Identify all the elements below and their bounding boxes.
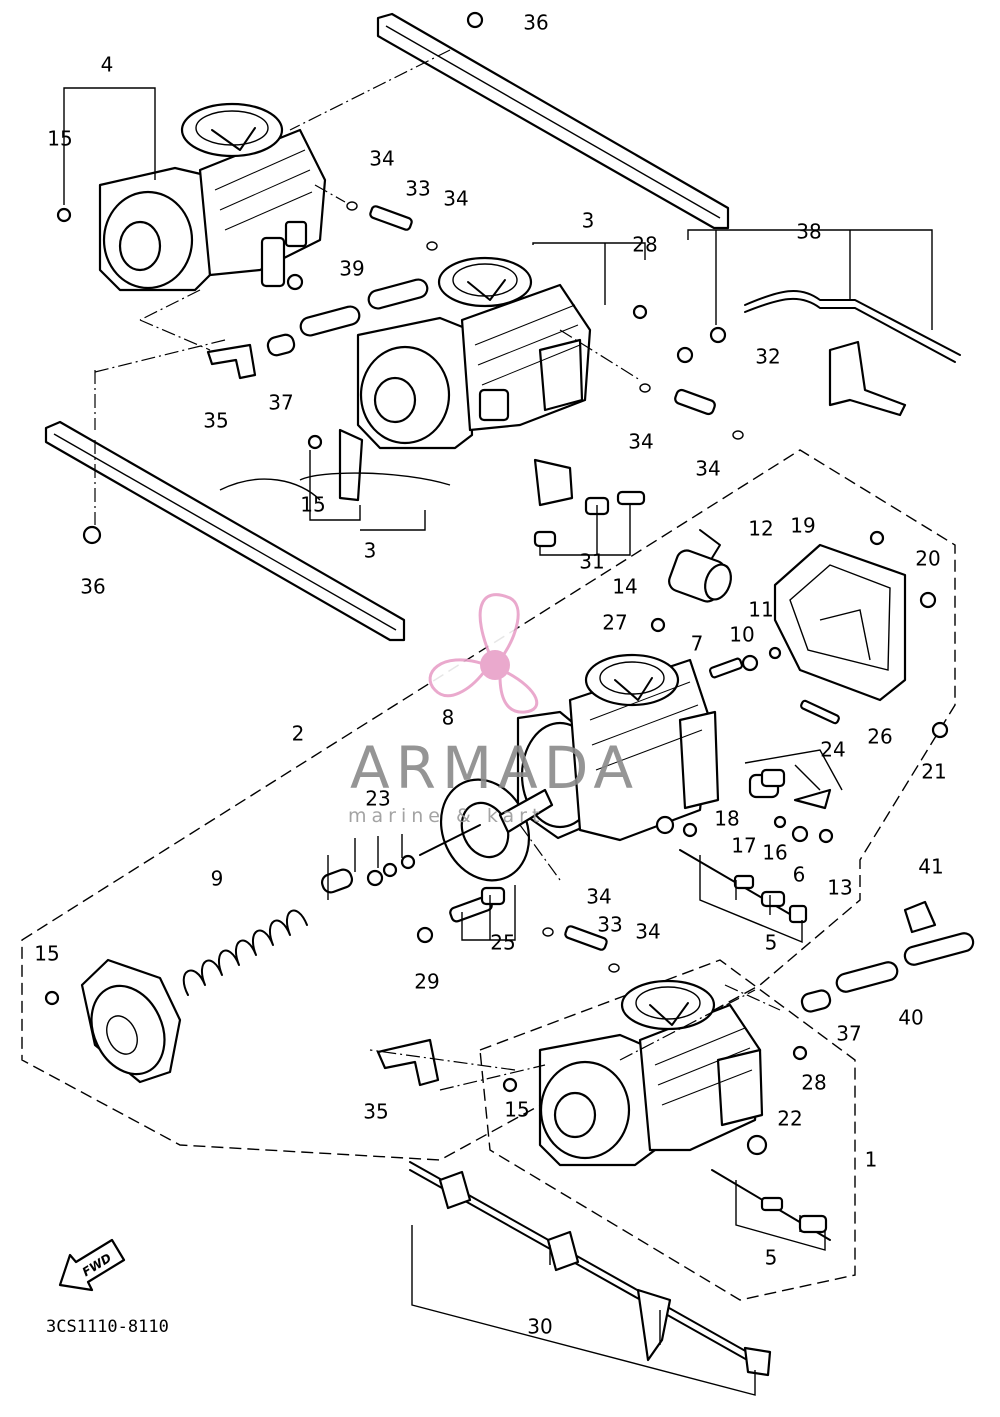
callout-label: 8: [442, 706, 455, 730]
callout-label: 10: [729, 623, 754, 647]
callout-label: 11: [748, 598, 773, 622]
callout-label: 39: [339, 257, 364, 281]
callout-label: 5: [765, 931, 778, 955]
fwd-arrow-icon: FWD: [58, 1238, 126, 1292]
callout-label: 30: [527, 1315, 552, 1339]
callout-label: 22: [777, 1107, 802, 1131]
callout-label: 35: [363, 1100, 388, 1124]
callout-label: 37: [268, 391, 293, 415]
armada-watermark: ARMADA marine & kart: [348, 593, 639, 827]
callout-label: 37: [836, 1022, 861, 1046]
callout-label: 24: [820, 738, 845, 762]
callout-label: 15: [47, 127, 72, 151]
callout-label: 35: [203, 409, 228, 433]
callout-label: 15: [300, 493, 325, 517]
callout-brackets: [63, 87, 933, 1396]
callout-label: 21: [921, 760, 946, 784]
callout-label: 14: [612, 575, 637, 599]
callout-label: 40: [898, 1006, 923, 1030]
callout-label: 36: [80, 575, 105, 599]
callout-label: 28: [632, 233, 657, 257]
callout-label: 3: [582, 209, 595, 233]
diaphragm-8: [419, 778, 554, 882]
callout-label: 6: [793, 863, 806, 887]
bracket-38: [744, 289, 961, 417]
callout-label: 34: [695, 457, 720, 481]
callout-label: 1: [865, 1148, 878, 1172]
diagram-code: 3CS1110-8110: [46, 1317, 169, 1337]
callout-label: 3: [364, 539, 377, 563]
callout-label: 9: [211, 867, 224, 891]
starter-plunger-14: [668, 529, 732, 603]
callout-label: 33: [405, 177, 430, 201]
diaphragm-cover: [80, 958, 182, 1084]
callout-label: 28: [801, 1071, 826, 1095]
callout-label: 34: [443, 187, 468, 211]
lower-bracket-strip: [44, 420, 406, 642]
assembly-boundaries: [21, 449, 956, 1301]
callout-label: 16: [762, 841, 787, 865]
throttle-linkage-30: [409, 1161, 772, 1377]
callout-label: 34: [635, 920, 660, 944]
callout-label: 12: [748, 517, 773, 541]
callout-label: 23: [365, 787, 390, 811]
callout-label: 31: [579, 550, 604, 574]
leader-lines: [94, 49, 781, 1091]
upper-bracket-strip: [376, 12, 730, 230]
callout-label: 27: [602, 611, 627, 635]
callout-label: 13: [827, 876, 852, 900]
callout-label: 34: [369, 147, 394, 171]
callout-label: 34: [586, 885, 611, 909]
carburetor-3: [219, 256, 592, 507]
watermark-name: ARMADA: [350, 734, 639, 802]
callout-label: 26: [867, 725, 892, 749]
callout-label: 25: [490, 931, 515, 955]
callout-label: 2: [292, 722, 305, 746]
callout-label: 38: [796, 220, 821, 244]
watermark-subtitle: marine & kart: [348, 805, 544, 827]
callout-labels: 36 4 15 34 33 34 3 28 38 39 32 37 35 34 …: [34, 11, 946, 1339]
small-parts: [44, 11, 949, 1156]
callout-label: 36: [523, 11, 548, 35]
tubes: [206, 278, 975, 1087]
callout-label: 33: [597, 913, 622, 937]
callout-label: 4: [101, 53, 114, 77]
carburetor-1: [538, 979, 764, 1167]
callout-label: 18: [714, 807, 739, 831]
callout-label: 17: [731, 834, 756, 858]
callout-label: 15: [504, 1098, 529, 1122]
callout-label: 32: [755, 345, 780, 369]
carburetor-4: [98, 102, 327, 292]
callout-label: 19: [790, 514, 815, 538]
callout-label: 20: [915, 547, 940, 571]
callout-label: 41: [918, 855, 943, 879]
callout-label: 5: [765, 1246, 778, 1270]
callout-label: 7: [691, 632, 704, 656]
spring-9: [182, 909, 308, 996]
callout-label: 15: [34, 942, 59, 966]
callout-label: 34: [628, 430, 653, 454]
propeller-logo-icon: [428, 593, 539, 714]
callout-label: 29: [414, 970, 439, 994]
float-chamber-19: [773, 543, 907, 702]
